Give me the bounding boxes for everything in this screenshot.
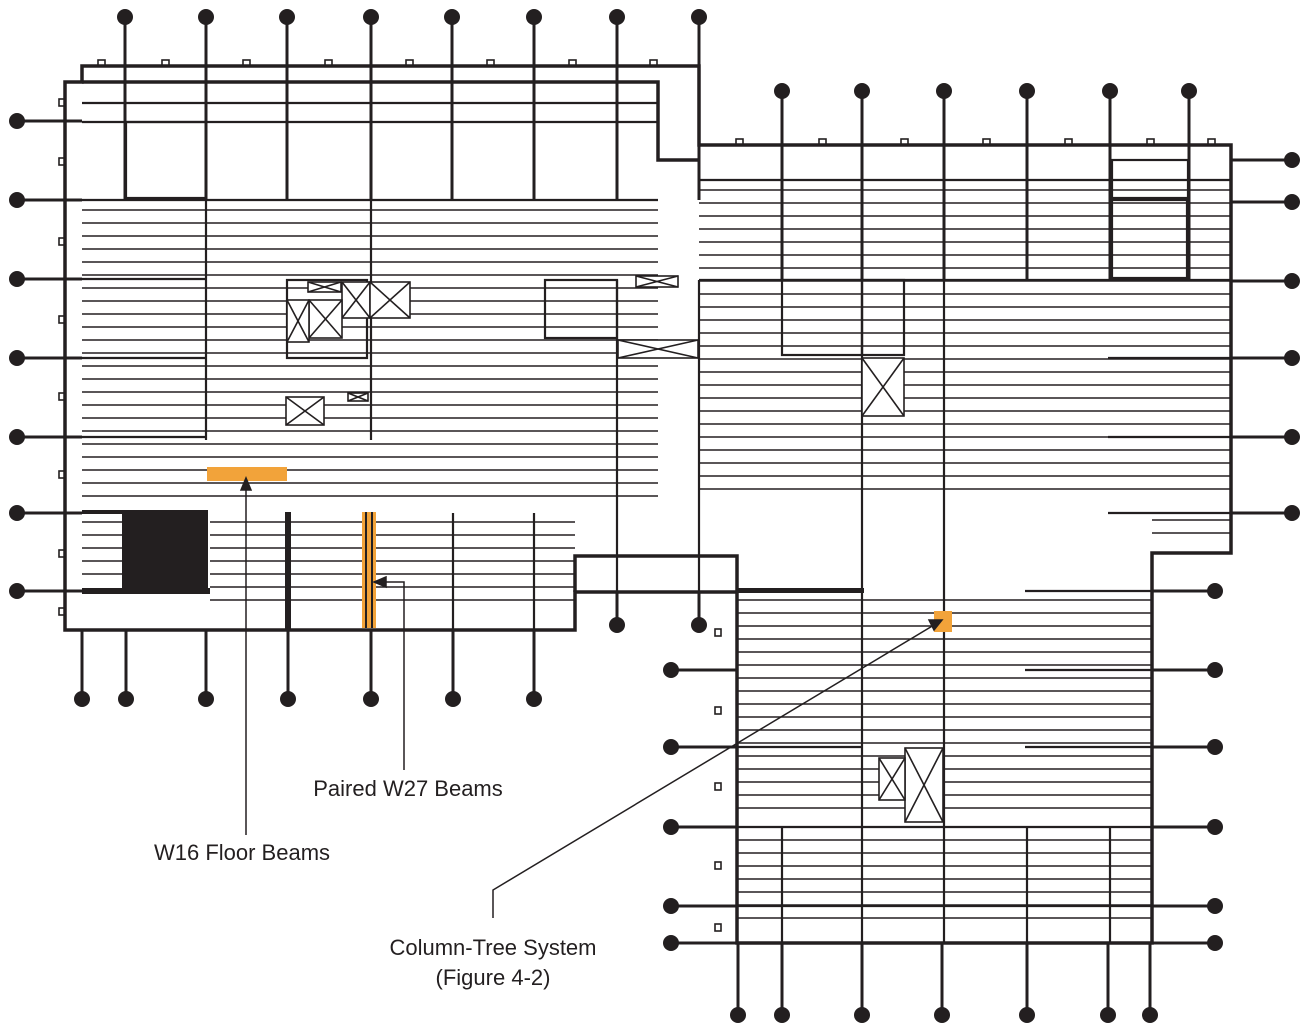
grid-bubble	[1142, 1007, 1158, 1023]
grid-bubble	[1102, 83, 1118, 99]
solid-core	[122, 510, 208, 592]
grid-bubble	[9, 583, 25, 599]
grid-bubble	[9, 350, 25, 366]
grid-bubble	[1207, 739, 1223, 755]
perimeter-tick	[714, 706, 722, 715]
grid-bubble	[117, 9, 133, 25]
bay-frame	[1110, 158, 1190, 200]
column-tree-system-label: Column-Tree System	[389, 935, 596, 960]
grid-bubble	[663, 819, 679, 835]
opening-cross	[341, 281, 371, 319]
perimeter-tick	[714, 628, 722, 637]
grid-bubble	[774, 1007, 790, 1023]
grid-bubble	[9, 271, 25, 287]
grid-bubble	[1207, 935, 1223, 951]
grid-bubble	[730, 1007, 746, 1023]
opening-cross	[635, 275, 679, 288]
grid-bubble	[9, 192, 25, 208]
opening-cross	[285, 396, 325, 426]
opening-cross	[307, 281, 342, 293]
opening-cross	[904, 747, 944, 823]
floor-beams	[82, 189, 1231, 919]
grid-bubble	[1284, 194, 1300, 210]
grid-bubble	[198, 691, 214, 707]
opening-cross	[617, 339, 699, 359]
grid-bubble	[1284, 152, 1300, 168]
bay-frame	[780, 278, 864, 357]
w16-floor-beams-label: W16 Floor Beams	[154, 840, 330, 865]
grid-bubble	[1207, 898, 1223, 914]
grid-bubble	[609, 617, 625, 633]
callout-leaders	[239, 476, 944, 918]
grid-bubble	[363, 9, 379, 25]
grid-bubble	[691, 617, 707, 633]
building-outline	[63, 64, 1233, 945]
core-wall-top	[82, 510, 124, 514]
opening-cross	[308, 299, 343, 339]
column-tree-highlight	[934, 611, 952, 632]
opening-cross	[347, 392, 369, 402]
paired-w27-beams-label: Paired W27 Beams	[313, 776, 503, 801]
grid-bubble	[1284, 273, 1300, 289]
grid-bubbles	[9, 9, 1300, 1023]
grid-bubble	[279, 9, 295, 25]
grid-bubble	[663, 935, 679, 951]
grid-bubble	[444, 9, 460, 25]
grid-bubble	[774, 83, 790, 99]
grid-bubble	[1100, 1007, 1116, 1023]
grid-bubble	[74, 691, 90, 707]
bay-frame	[860, 278, 906, 357]
grid-bubble	[526, 691, 542, 707]
grid-bubble	[1284, 429, 1300, 445]
grid-bubble	[1019, 83, 1035, 99]
girder-heavy	[737, 588, 864, 593]
bay-frame	[1110, 198, 1189, 280]
figure-reference-label: (Figure 4-2)	[436, 965, 551, 990]
grid-bubble	[663, 898, 679, 914]
core-wall-bottom	[82, 588, 210, 594]
grid-bubble	[280, 691, 296, 707]
perimeter-tick	[714, 923, 722, 932]
grid-bubble	[363, 691, 379, 707]
grid-bubble	[663, 662, 679, 678]
grid-bubble	[1207, 583, 1223, 599]
perimeter-tick	[714, 861, 722, 870]
grid-bubble	[118, 691, 134, 707]
grid-bubble	[609, 9, 625, 25]
grid-bubble	[198, 9, 214, 25]
grid-bubble	[663, 739, 679, 755]
grid-bubble	[691, 9, 707, 25]
floor-openings	[285, 275, 944, 823]
grid-bubble	[936, 83, 952, 99]
grid-bubble	[9, 429, 25, 445]
paired-w27-beam-highlight	[362, 512, 376, 628]
girders	[82, 82, 1231, 943]
core-wall-right	[285, 512, 291, 630]
grid-bubble	[526, 9, 542, 25]
opening-cross	[369, 281, 411, 319]
grid-bubble	[854, 83, 870, 99]
grid-bubble	[1207, 662, 1223, 678]
grid-bubble	[1207, 819, 1223, 835]
grid-bubble	[9, 505, 25, 521]
bay-frame	[124, 120, 208, 200]
bay-frame	[543, 278, 619, 340]
grid-bubble	[854, 1007, 870, 1023]
grid-bubble	[1019, 1007, 1035, 1023]
inner-setback	[82, 80, 699, 162]
opening-cross	[286, 299, 310, 343]
grid-bubble	[1284, 505, 1300, 521]
core-notch	[573, 554, 739, 592]
grid-bubble	[445, 691, 461, 707]
opening-cross	[878, 757, 906, 801]
opening-cross	[861, 357, 905, 417]
grid-bubble	[934, 1007, 950, 1023]
perimeter-tick	[714, 782, 722, 791]
grid-bubble	[9, 113, 25, 129]
grid-bubble	[1181, 83, 1197, 99]
w16-floor-beam-highlight	[207, 467, 287, 481]
grid-bubble	[1284, 350, 1300, 366]
